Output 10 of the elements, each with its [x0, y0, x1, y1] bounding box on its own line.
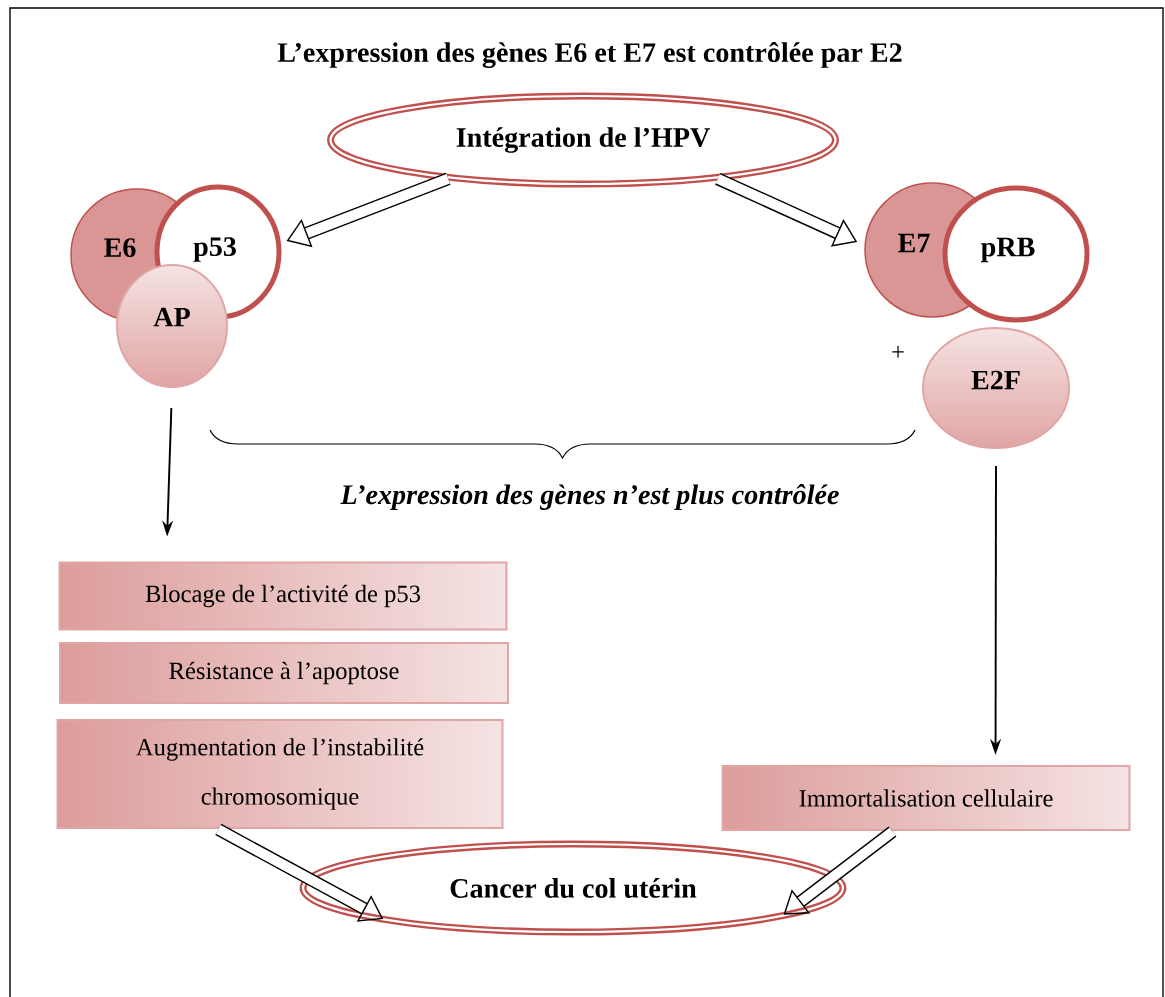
ellipse-node: Intégration de l’HPV	[327, 92, 839, 188]
plus-sign: +	[892, 346, 904, 358]
ellipse-node: Cancer du col utérin	[299, 840, 847, 936]
title: L’expression des gènes E6 et E7 est contrôlée par E2	[277, 42, 902, 68]
process-box: Blocage de l’activité de p53	[58, 561, 508, 631]
block-arrow	[783, 826, 897, 915]
process-box: Immortalisation cellulaire	[721, 765, 1131, 831]
process-box: Résistance à l’apoptose	[59, 642, 509, 704]
annotation-text: L’expression des gènes n’est plus contrôlée	[340, 484, 839, 510]
process-box: Augmentation de l’instabilité chromosomique	[56, 719, 504, 829]
